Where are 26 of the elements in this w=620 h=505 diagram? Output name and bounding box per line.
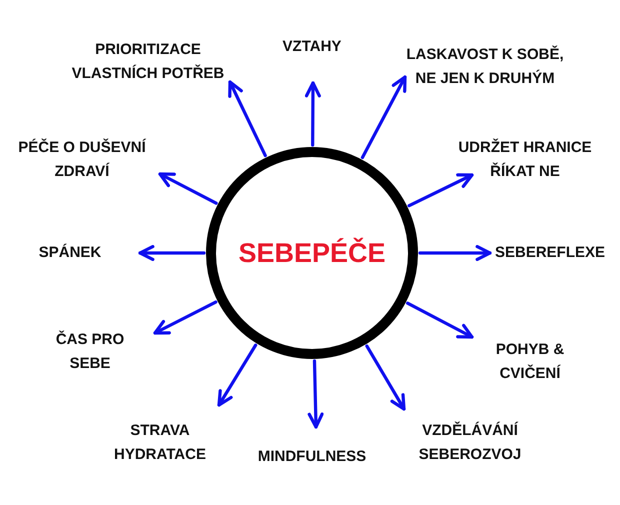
arrow [407, 173, 474, 208]
topic-label: POHYB & CVIČENÍ [475, 338, 585, 386]
arrow [153, 300, 218, 335]
topic-label: VZTAHY [267, 35, 357, 59]
arrow [360, 75, 407, 160]
topic-label: VZDĚLÁVÁNÍ SEBEROZVOJ [415, 419, 525, 467]
center-circle [206, 147, 418, 359]
arrow [406, 302, 474, 339]
arrow [308, 359, 324, 429]
topic-label: ČAS PRO SEBE [40, 328, 140, 376]
topic-label: SEBEREFLEXE [495, 241, 605, 265]
topic-label: PRIORITIZACE VLASTNÍCH POTŘEB [60, 38, 236, 86]
arrow [228, 80, 267, 158]
center-title: SEBEPÉČE [238, 238, 386, 268]
topic-label: LASKAVOST K SOBĚ, NE JEN K DRUHÝM [398, 43, 572, 91]
arrow [365, 344, 406, 411]
topic-label: PÉČE O DUŠEVNÍ ZDRAVÍ [7, 136, 157, 184]
arrow [158, 172, 218, 205]
topic-label: STRAVA HYDRATACE [105, 419, 215, 467]
arrow [138, 245, 206, 261]
topic-label: MINDFULNESS [252, 445, 372, 469]
arrow [304, 81, 321, 147]
arrow [418, 245, 492, 261]
topic-label: UDRŽET HRANICE ŘÍKAT NE [450, 136, 600, 184]
topic-label: SPÁNEK [30, 241, 110, 265]
arrow [217, 344, 258, 407]
